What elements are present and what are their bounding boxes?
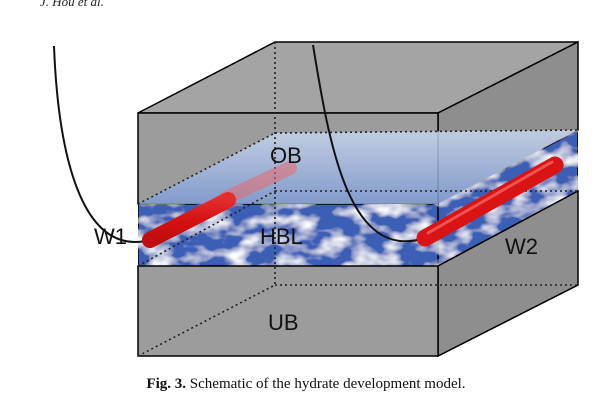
label-ub: UB (268, 310, 299, 335)
label-w1: W1 (94, 224, 127, 249)
well-w1-trajectory (53, 45, 151, 243)
hidden-edges (137, 42, 579, 357)
caption-text: Schematic of the hydrate development mod… (189, 376, 466, 392)
well-w2-horizontal-section (416, 156, 564, 247)
label-hbl: HBL (260, 224, 303, 249)
caption-label: Fig. 3. (146, 376, 187, 392)
box-front-face-ub (137, 265, 439, 357)
label-w2: W2 (505, 234, 538, 259)
label-ob: OB (270, 143, 302, 168)
well-w2-trajectory (312, 44, 426, 243)
well-w1-faded-section (219, 161, 297, 205)
running-head: J. Hou et al. (40, 0, 104, 9)
figure-caption: Fig. 3. Schematic of the hydrate develop… (0, 376, 612, 393)
